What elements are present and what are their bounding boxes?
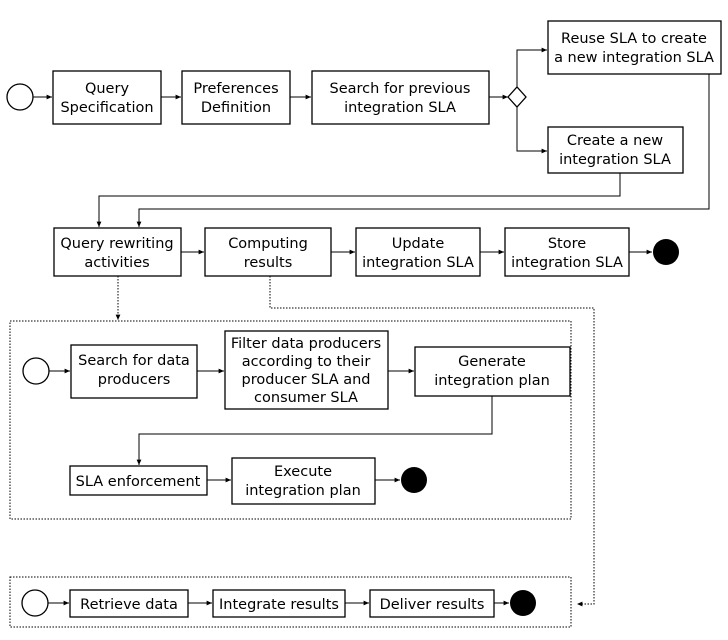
generate-plan-label: Generate bbox=[458, 354, 526, 370]
store-sla-activity: Store integration SLA bbox=[504, 227, 630, 277]
preferences-definition-label: Preferences bbox=[193, 81, 278, 97]
query-specification-activity: Query Specification bbox=[52, 70, 162, 125]
decision-node bbox=[507, 86, 527, 108]
computing-results-activity: Computing results bbox=[204, 227, 332, 277]
retrieve-data-activity: Retrieve data bbox=[69, 589, 189, 618]
svg-text:integration SLA: integration SLA bbox=[344, 100, 456, 116]
preferences-definition-activity: Preferences Definition bbox=[181, 70, 291, 125]
update-sla-activity: Update integration SLA bbox=[355, 227, 481, 277]
svg-text:producers: producers bbox=[98, 372, 171, 388]
end-node bbox=[653, 239, 679, 265]
sla-enforcement-activity: SLA enforcement bbox=[69, 465, 208, 496]
query-rewriting-subprocess-frame bbox=[9, 320, 572, 520]
deliver-results-activity: Deliver results bbox=[369, 589, 495, 618]
start-node bbox=[6, 83, 34, 111]
search-previous-sla-label: Search for previous bbox=[330, 81, 471, 97]
subprocess-end-node bbox=[401, 467, 427, 493]
svg-text:integration SLA: integration SLA bbox=[511, 255, 623, 271]
computing-results-label: Computing bbox=[228, 236, 308, 252]
svg-text:producer SLA and: producer SLA and bbox=[242, 372, 371, 388]
integrate-results-label: Integrate results bbox=[219, 597, 339, 613]
svg-text:results: results bbox=[244, 255, 293, 271]
retrieve-data-label: Retrieve data bbox=[80, 597, 178, 613]
query-rewriting-label: Query rewriting bbox=[60, 236, 173, 252]
integrate-results-activity: Integrate results bbox=[212, 589, 346, 618]
svg-text:Specification: Specification bbox=[60, 100, 153, 116]
filter-data-producers-label: Filter data producers bbox=[231, 336, 381, 352]
filter-data-producers-activity: Filter data producers according to their… bbox=[224, 330, 389, 410]
reuse-sla-label: Reuse SLA to create bbox=[561, 31, 707, 47]
search-data-producers-activity: Search for data producers bbox=[70, 344, 198, 399]
query-specification-label: Query bbox=[85, 81, 129, 97]
create-new-sla-label: Create a new bbox=[567, 133, 663, 149]
execute-plan-activity: Execute integration plan bbox=[231, 457, 376, 505]
svg-text:integration SLA: integration SLA bbox=[559, 152, 671, 168]
svg-text:integration SLA: integration SLA bbox=[362, 255, 474, 271]
sla-enforcement-label: SLA enforcement bbox=[76, 474, 201, 490]
svg-text:Definition: Definition bbox=[201, 100, 271, 116]
computing-start-node bbox=[21, 589, 49, 617]
search-data-producers-label: Search for data bbox=[78, 353, 190, 369]
computing-results-subprocess-frame bbox=[9, 576, 572, 628]
query-rewriting-activity: Query rewriting activities bbox=[53, 227, 182, 277]
svg-text:according to their: according to their bbox=[242, 354, 371, 370]
subprocess-start-node bbox=[22, 357, 50, 385]
store-sla-label: Store bbox=[548, 236, 586, 252]
search-previous-sla-activity: Search for previous integration SLA bbox=[311, 70, 490, 125]
computing-end-node bbox=[510, 590, 536, 616]
generate-plan-activity: Generate integration plan bbox=[414, 346, 571, 397]
execute-plan-label: Execute bbox=[274, 464, 332, 480]
svg-text:activities: activities bbox=[84, 255, 149, 271]
svg-text:consumer SLA: consumer SLA bbox=[254, 390, 358, 406]
update-sla-label: Update bbox=[392, 236, 445, 252]
svg-text:integration plan: integration plan bbox=[434, 373, 550, 389]
deliver-results-label: Deliver results bbox=[380, 597, 485, 613]
create-new-sla-activity: Create a new integration SLA bbox=[547, 126, 684, 174]
svg-text:a new integration SLA: a new integration SLA bbox=[554, 50, 714, 66]
reuse-sla-activity: Reuse SLA to create a new integration SL… bbox=[547, 20, 722, 75]
svg-text:integration plan: integration plan bbox=[245, 483, 361, 499]
